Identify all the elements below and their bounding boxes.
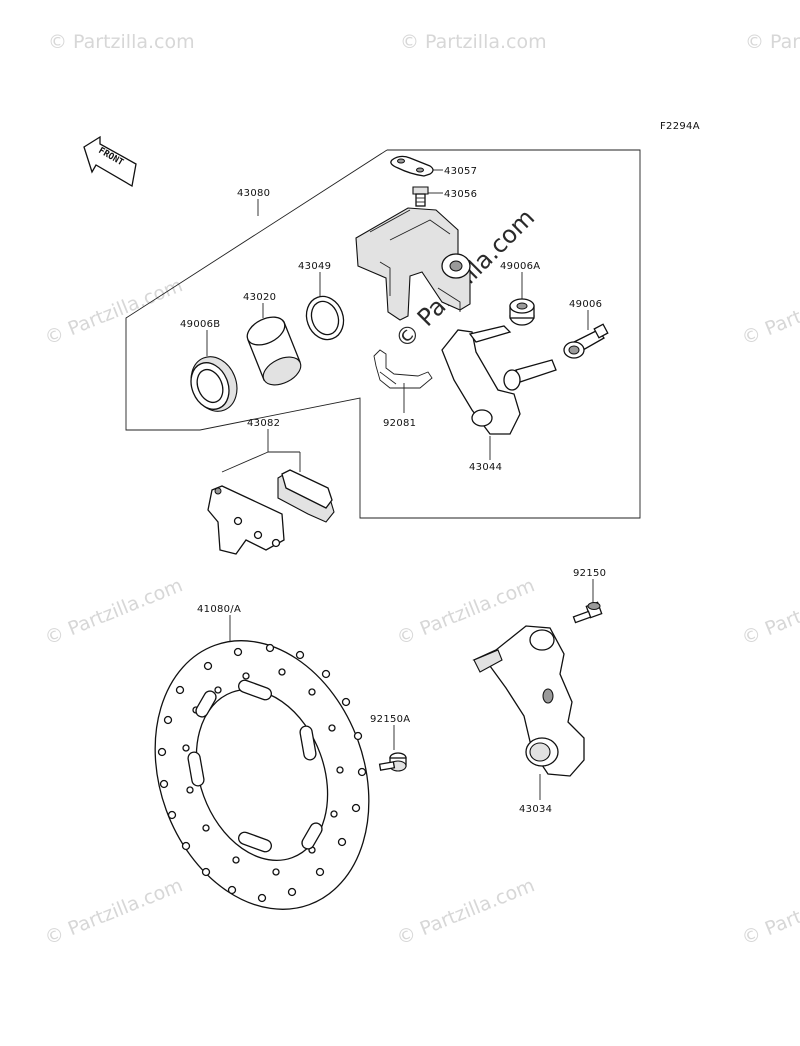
watermark: © Partzilla.com (42, 874, 186, 949)
part-49006A (509, 298, 535, 326)
part-43020 (246, 316, 302, 386)
part-43034 (472, 625, 585, 777)
front-arrow-icon: FRONT (83, 135, 137, 188)
disc-slots (187, 679, 323, 853)
label-92150A: 92150A (370, 714, 410, 725)
label-43082: 43082 (247, 418, 280, 429)
label-43049: 43049 (298, 261, 331, 272)
disc-holes (157, 643, 367, 903)
watermark: © Partzilla.com (745, 31, 800, 53)
caliper-assembly-outline (125, 149, 641, 519)
label-49006: 49006 (569, 299, 602, 310)
part-92150 (572, 601, 603, 624)
watermark: © Partzilla.com (739, 574, 800, 649)
caliper-body (355, 207, 471, 321)
part-92081 (373, 349, 433, 389)
watermark: © Partzilla.com (400, 31, 547, 53)
part-43082 (207, 469, 335, 555)
part-49006B (190, 356, 238, 412)
figure-code: F2294A (660, 121, 700, 132)
label-49006A: 49006A (500, 261, 540, 272)
label-43034: 43034 (519, 804, 552, 815)
label-43020: 43020 (243, 292, 276, 303)
watermark: © Partzilla.com (48, 31, 195, 53)
part-43056 (412, 186, 429, 207)
label-41080-A: 41080/A (197, 604, 241, 615)
part-43049 (305, 295, 345, 341)
part-92150A (378, 752, 407, 772)
label-49006B: 49006B (180, 319, 220, 330)
label-92150: 92150 (573, 568, 606, 579)
label-43056: 43056 (444, 189, 477, 200)
watermark: © Partzilla.com (394, 874, 538, 949)
watermark: © Partzilla.com (739, 274, 800, 349)
part-43044 (441, 325, 557, 435)
part-41080A (154, 640, 370, 910)
label-92081: 92081 (383, 418, 416, 429)
part-49006 (563, 323, 609, 359)
watermark: © Partzilla.com (42, 574, 186, 649)
watermark: © Partzilla.com (739, 874, 800, 949)
part-43057 (390, 155, 434, 177)
label-43057: 43057 (444, 166, 477, 177)
part-labels: 43057 43056 43080 43049 43020 49006B 490… (180, 166, 606, 815)
label-43044: 43044 (469, 462, 502, 473)
leader-lines (206, 169, 594, 800)
watermark: © Partzilla.com (42, 274, 186, 349)
label-43080: 43080 (237, 188, 270, 199)
